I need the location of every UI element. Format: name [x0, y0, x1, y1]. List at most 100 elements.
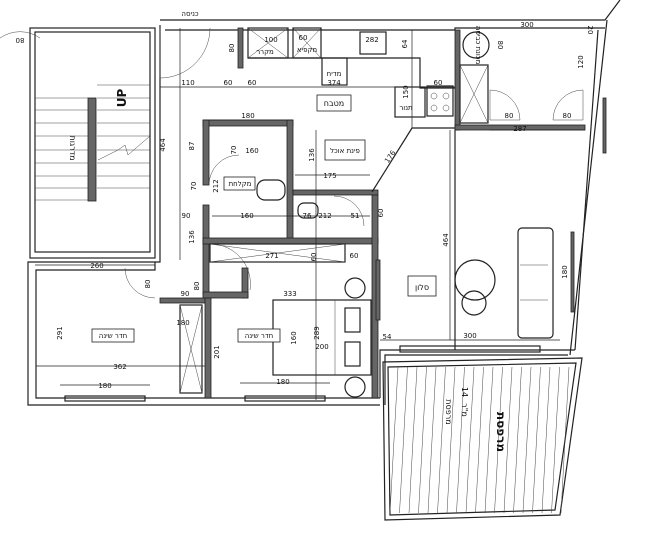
- dim-text: 180: [561, 265, 569, 278]
- dimension-texts: 80 110 60 60 180 100 60 80 282 64 374 15…: [16, 21, 594, 390]
- dining-label: פינת אוכל: [330, 147, 360, 155]
- up-label: UP: [115, 89, 129, 108]
- hatch-line: [399, 366, 408, 514]
- dim-text: 201: [213, 345, 221, 358]
- shower-label: מקלחת: [229, 180, 252, 188]
- dim-text: 20: [586, 26, 594, 35]
- oven-label: תנור: [399, 104, 412, 112]
- dim-text: 80: [563, 112, 572, 120]
- dim-text: 110: [181, 79, 194, 87]
- dim-text: 60: [350, 252, 359, 260]
- dim-text: 374: [327, 79, 341, 87]
- dim-text: 60: [377, 209, 385, 218]
- hatch-line: [541, 366, 551, 514]
- washer-label: מכונת כביסה: [474, 26, 482, 65]
- hatch-line: [484, 366, 494, 514]
- dim-text: 291: [56, 326, 64, 339]
- dim-text: 175: [323, 172, 336, 180]
- kitchen-label: מטבח: [324, 99, 344, 108]
- dim-text: 300: [520, 21, 533, 29]
- hatch-line: [513, 366, 522, 514]
- hatch-line: [418, 366, 427, 514]
- balcony-area-number: 14: [460, 387, 469, 397]
- dim-text: 60: [434, 79, 443, 87]
- dim-text: 90: [181, 290, 190, 298]
- dim-text: 64: [401, 39, 409, 48]
- dim-text: 60: [248, 79, 257, 87]
- interior-walls: [159, 29, 586, 399]
- dim-text: 150: [402, 85, 410, 98]
- dim-text: 80: [228, 44, 236, 53]
- hatch-line: [503, 366, 513, 514]
- hatch-line: [494, 366, 503, 514]
- dim-text: 70: [190, 182, 198, 191]
- outer-walls: [27, 0, 621, 406]
- dim-text: 362: [113, 363, 126, 371]
- dim-text: 160: [245, 147, 258, 155]
- hatch-line: [475, 366, 484, 514]
- dimension-lines: [35, 27, 585, 400]
- bedroom-2-label: חדר שינה: [245, 332, 273, 340]
- dim-text: 212: [212, 179, 220, 192]
- dim-text: 260: [90, 262, 103, 270]
- dim-text: 80: [144, 280, 152, 289]
- dim-text: 120: [577, 55, 585, 68]
- dim-text: 60: [224, 79, 233, 87]
- dim-text: 289: [313, 326, 321, 339]
- balcony-label: מרפסת: [494, 412, 508, 452]
- dim-text: 76: [303, 212, 312, 220]
- dim-text: 100: [264, 36, 277, 44]
- bedroom-1-label: חדר שינה: [99, 332, 127, 340]
- hatch-line: [408, 366, 418, 514]
- dim-text: 464: [442, 233, 450, 247]
- hatch-line: [465, 366, 475, 514]
- dishwasher-label: מדיח: [327, 70, 342, 78]
- doors: [0, 27, 584, 299]
- dim-text: 60: [299, 34, 308, 42]
- balcony: מרפסת מרפסת 14 מ"ר: [382, 357, 583, 521]
- hatch-line: [427, 366, 437, 514]
- dim-text: 80: [505, 112, 514, 120]
- dim-text: 180: [276, 378, 289, 386]
- dim-text: 180: [176, 319, 189, 327]
- dim-text: 200: [315, 343, 328, 351]
- dim-text: 300: [463, 332, 476, 340]
- dim-text: 136: [308, 148, 316, 162]
- dim-text: 160: [240, 212, 253, 220]
- dim-text: 271: [265, 252, 278, 260]
- hatch-line: [437, 366, 446, 514]
- windows: [64, 97, 607, 402]
- living-room-label: סלון: [415, 283, 429, 292]
- dim-text: 90: [182, 212, 191, 220]
- hatch-line: [532, 366, 541, 514]
- kitchen-counter: [237, 27, 490, 124]
- dim-text: 51: [351, 212, 360, 220]
- freezer-label: מקפיא: [297, 46, 318, 54]
- dim-text: 80: [193, 282, 201, 291]
- dim-text: 160: [290, 331, 298, 344]
- hatch-line: [551, 366, 560, 514]
- dim-text: 180: [98, 382, 111, 390]
- hatch-line: [389, 366, 399, 514]
- dim-text: 212: [318, 212, 331, 220]
- hatch-line: [522, 366, 532, 514]
- hatch-line: [560, 366, 570, 514]
- dim-text: 176: [383, 149, 398, 165]
- stairwell: מדרגות UP: [29, 27, 156, 259]
- dim-text: 136: [188, 230, 196, 244]
- dim-text: 70: [230, 146, 238, 155]
- balcony-small-label: מרפסת: [444, 399, 453, 424]
- dim-text: 287: [513, 125, 526, 133]
- room-labels: כניסה מקרר מקפיא מכונת כביסה מדיח מטבח ת…: [91, 10, 482, 343]
- hatch-line: [446, 366, 456, 514]
- dim-text: 282: [365, 36, 378, 44]
- hatch-line: [456, 366, 465, 514]
- dim-text: 87: [188, 142, 196, 151]
- fridge-label: מקרר: [256, 48, 274, 56]
- dim-text: 60: [310, 253, 318, 262]
- dim-text: 54: [383, 333, 392, 341]
- dim-text: 464: [159, 138, 167, 152]
- entrance-label: כניסה: [181, 10, 198, 18]
- dim-text: 80: [496, 41, 504, 50]
